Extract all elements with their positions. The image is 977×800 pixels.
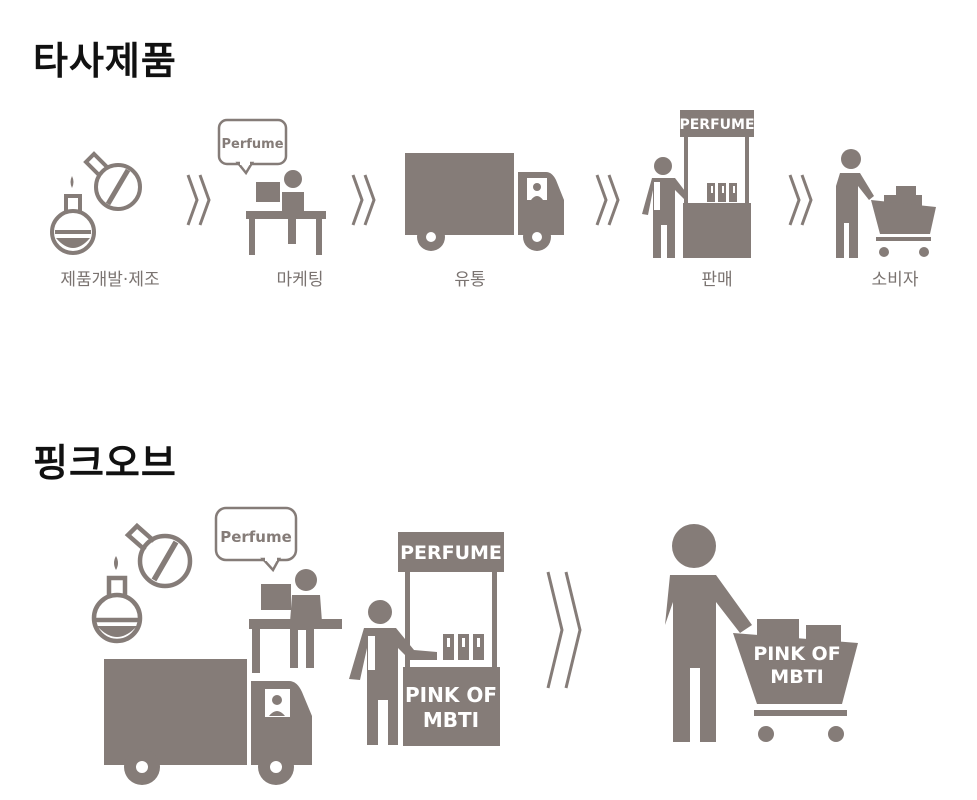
section-title-pinkof: 핑크오브 xyxy=(33,441,177,485)
truck-icon-large xyxy=(104,659,312,785)
truck-icon xyxy=(405,153,564,251)
cart-brand-line2: MBTI xyxy=(770,666,823,688)
stand-sign-text: PERFUME xyxy=(679,117,754,133)
flask-icon xyxy=(50,151,142,255)
cart-brand-line1: PINK OF xyxy=(753,643,840,665)
marketing-bubble-text-large: Perfume xyxy=(220,528,292,546)
stand-brand-line1: PINK OF xyxy=(405,683,497,707)
marketing-desk-icon-large: Perfume xyxy=(214,506,342,673)
perfume-stand-icon-large: PERFUME PINK OF MBTI xyxy=(349,532,504,746)
step-label-sales: 판매 xyxy=(701,270,733,290)
step-label-consumer: 소비자 xyxy=(871,270,919,290)
marketing-bubble-text: Perfume xyxy=(221,137,283,152)
step-label-marketing: 마케팅 xyxy=(276,270,324,290)
step-label-distribution: 유통 xyxy=(454,270,486,290)
shopper-cart-icon xyxy=(836,149,936,258)
stand-brand-line2: MBTI xyxy=(423,708,479,732)
chevron-right-icon xyxy=(186,174,211,226)
stand-sign-text-large: PERFUME xyxy=(400,542,502,564)
shopper-cart-icon-large: PINK OF MBTI xyxy=(665,524,858,742)
step-label-development: 제품개발·제조 xyxy=(60,270,160,290)
section-title-competitor: 타사제품 xyxy=(33,39,177,83)
flask-icon-large xyxy=(91,522,193,644)
marketing-desk-icon: Perfume xyxy=(217,118,326,255)
chevron-right-icon xyxy=(351,174,376,226)
chevron-right-icon xyxy=(788,174,813,226)
perfume-stand-icon: PERFUME xyxy=(642,110,755,258)
chevron-right-icon xyxy=(595,174,620,226)
chevron-right-icon-large xyxy=(546,571,582,689)
